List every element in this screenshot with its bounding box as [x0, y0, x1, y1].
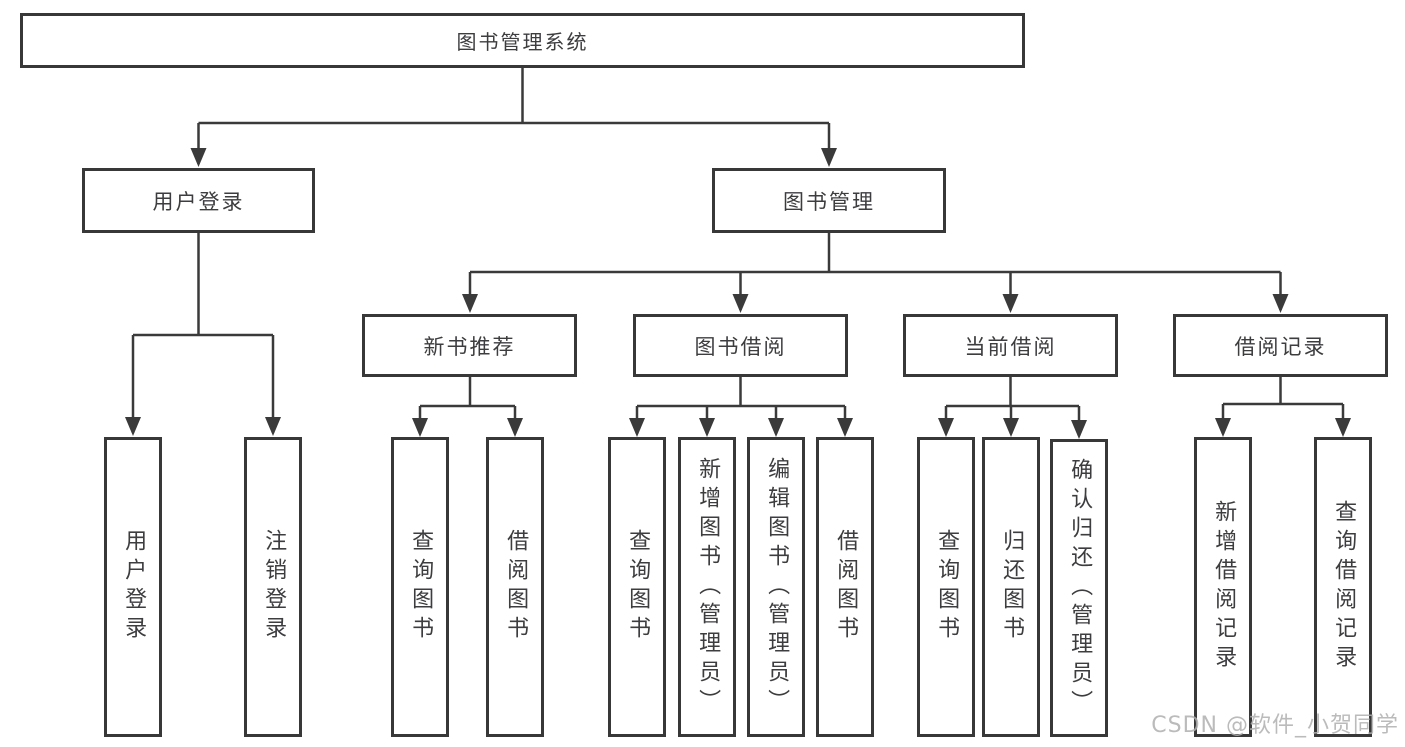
node-leaf-borrow-books-recommend: 借阅图书: [486, 437, 544, 737]
node-book-borrowing: 图书借阅: [633, 314, 848, 377]
node-leaf-user-login: 用户登录: [104, 437, 162, 737]
node-user-login-label: 用户登录: [152, 189, 245, 214]
node-book-management: 图书管理: [712, 168, 946, 233]
node-leaf-query-books-borrowing: 查询图书: [608, 437, 666, 737]
node-book-management-label: 图书管理: [783, 189, 875, 214]
node-current-borrowing-label: 当前借阅: [964, 334, 1057, 359]
node-borrowing-records: 借阅记录: [1173, 314, 1388, 377]
node-leaf-logout: 注销登录: [244, 437, 302, 737]
node-user-login: 用户登录: [82, 168, 315, 233]
node-leaf-return-books: 归还图书: [982, 437, 1040, 737]
connector-arrowheads: [125, 148, 1351, 439]
connector-line-group: [131, 68, 1345, 436]
node-leaf-borrow-books-recommend-label: 借阅图书: [503, 529, 529, 645]
node-leaf-query-books-recommend-label: 查询图书: [408, 529, 434, 645]
node-leaf-query-books-current: 查询图书: [917, 437, 975, 737]
node-leaf-borrow-books-label: 借阅图书: [833, 529, 859, 645]
node-leaf-borrow-books: 借阅图书: [816, 437, 874, 737]
node-leaf-query-books-borrowing-label: 查询图书: [625, 529, 651, 645]
node-library-system-label: 图书管理系统: [456, 30, 589, 54]
node-leaf-add-books-admin: 新增图书（管理员）: [678, 437, 736, 737]
node-current-borrowing: 当前借阅: [903, 314, 1118, 377]
node-leaf-query-books-current-label: 查询图书: [934, 529, 960, 645]
node-leaf-add-books-admin-label: 新增图书（管理员）: [695, 456, 721, 718]
node-leaf-query-borrow-record: 查询借阅记录: [1314, 437, 1372, 737]
node-leaf-edit-books-admin: 编辑图书（管理员）: [747, 437, 805, 737]
node-leaf-query-books-recommend: 查询图书: [391, 437, 449, 737]
node-leaf-user-login-label: 用户登录: [121, 529, 147, 645]
node-leaf-query-borrow-record-label: 查询借阅记录: [1331, 500, 1357, 674]
node-leaf-logout-label: 注销登录: [261, 529, 287, 645]
node-leaf-confirm-return-admin: 确认归还（管理员）: [1050, 439, 1108, 737]
node-leaf-edit-books-admin-label: 编辑图书（管理员）: [764, 456, 790, 718]
node-leaf-return-books-label: 归还图书: [999, 529, 1025, 645]
node-new-book-recommend-label: 新书推荐: [423, 334, 516, 359]
node-borrowing-records-label: 借阅记录: [1234, 334, 1327, 359]
node-leaf-add-borrow-record: 新增借阅记录: [1194, 437, 1252, 737]
node-new-book-recommend: 新书推荐: [362, 314, 577, 377]
node-library-system: 图书管理系统: [20, 13, 1025, 68]
node-leaf-confirm-return-admin-label: 确认归还（管理员）: [1067, 457, 1093, 719]
node-leaf-add-borrow-record-label: 新增借阅记录: [1211, 500, 1237, 674]
node-book-borrowing-label: 图书借阅: [694, 334, 787, 359]
watermark: CSDN @软件_小贺同学: [1151, 713, 1399, 738]
